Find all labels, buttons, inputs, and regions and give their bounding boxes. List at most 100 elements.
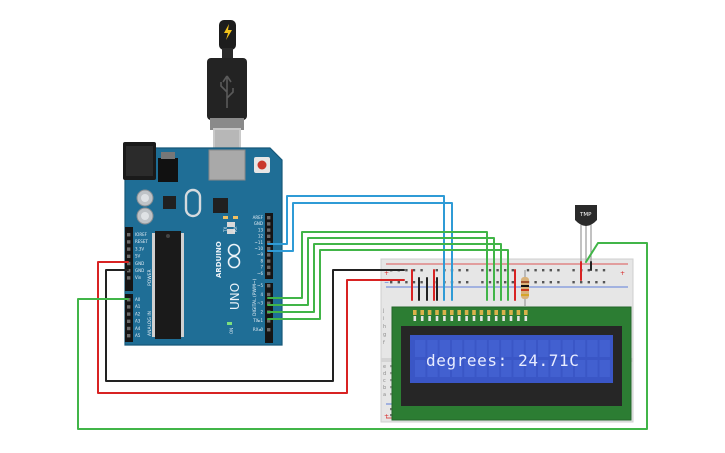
power-pin-hole[interactable] xyxy=(127,254,131,258)
lcd-cell xyxy=(525,340,537,357)
digital-pin-hole[interactable] xyxy=(267,234,271,238)
lcd-cell xyxy=(513,340,524,357)
digital-pin-hole[interactable] xyxy=(267,292,271,297)
digital-pin-hole[interactable] xyxy=(267,328,271,332)
wire-green-d7[interactable] xyxy=(267,249,509,320)
wires[interactable] xyxy=(77,195,648,430)
usb-socket xyxy=(208,149,246,181)
analog-pin-hole[interactable] xyxy=(127,305,131,309)
analog-pin-label: A1 xyxy=(135,304,141,309)
power-label: POWER xyxy=(147,269,153,286)
rail-hole xyxy=(602,269,606,272)
lcd-cell xyxy=(587,340,598,357)
lcd-pin[interactable] xyxy=(516,310,521,315)
rail-hole xyxy=(504,281,507,284)
lcd-pin[interactable] xyxy=(442,310,447,315)
rail-hole xyxy=(481,269,484,272)
on-led xyxy=(227,322,232,325)
wire-green-d6[interactable] xyxy=(267,243,502,313)
rail-hole xyxy=(488,269,492,272)
lcd-pin-label-mark xyxy=(509,316,513,321)
wire-green-d4[interactable] xyxy=(267,231,488,301)
power-header[interactable] xyxy=(125,227,133,291)
lcd-pin[interactable] xyxy=(479,310,484,315)
digital-pin-hole[interactable] xyxy=(267,284,271,288)
wire-green-d5[interactable] xyxy=(267,237,495,306)
temperature-sensor[interactable] xyxy=(575,205,597,262)
lcd-cell xyxy=(476,360,487,377)
lcd-pin[interactable] xyxy=(472,310,476,315)
lcd-pin[interactable] xyxy=(501,310,506,315)
rail-hole xyxy=(595,269,598,272)
digital-pin-label: AREF xyxy=(253,215,264,220)
wire-blue-rs[interactable] xyxy=(267,195,445,301)
lcd-pin[interactable] xyxy=(427,310,432,315)
lcd-pin[interactable] xyxy=(524,310,528,315)
lcd-pin-label-mark xyxy=(524,316,528,321)
resistor[interactable] xyxy=(521,270,529,306)
digital-pin-hole[interactable] xyxy=(267,265,271,269)
analog-header[interactable] xyxy=(125,294,133,342)
digital-header-top[interactable] xyxy=(265,213,273,279)
rail-hole xyxy=(572,281,575,284)
power-pin-label: GND xyxy=(135,261,144,266)
digital-pin-hole[interactable] xyxy=(267,228,271,232)
lcd-pin[interactable] xyxy=(413,310,417,315)
analog-pin-hole[interactable] xyxy=(127,326,131,331)
lcd-pin[interactable] xyxy=(450,310,454,315)
digital-pin-label: ~6 xyxy=(257,271,263,276)
wire-black-gnd[interactable] xyxy=(105,269,405,382)
lcd-pins xyxy=(413,310,528,321)
digital-pin-hole[interactable] xyxy=(267,259,271,263)
lcd-pin[interactable] xyxy=(509,310,513,315)
power-pin-label: RESET xyxy=(135,239,148,244)
usb-icon xyxy=(220,75,234,108)
power-pin-hole[interactable] xyxy=(127,261,131,266)
digital-pin-hole[interactable] xyxy=(267,247,271,251)
lcd-pin-label-mark xyxy=(502,316,505,321)
tmp-label: TMP xyxy=(579,212,592,218)
row-letter: b xyxy=(383,385,386,391)
row-letter: e xyxy=(383,364,386,370)
digital-pin-hole[interactable] xyxy=(267,301,271,305)
lcd-cell xyxy=(427,340,438,357)
lcd-pin[interactable] xyxy=(464,310,469,315)
rail-hole xyxy=(572,269,575,272)
digital-pin-hole[interactable] xyxy=(267,240,271,245)
row-letter: a xyxy=(383,392,386,398)
lcd-pin[interactable] xyxy=(457,310,461,315)
rx-label: RX xyxy=(233,226,238,232)
lcd-pin[interactable] xyxy=(435,310,439,315)
analog-pin-hole[interactable] xyxy=(127,312,131,316)
analog-pin-hole[interactable] xyxy=(127,319,131,323)
power-pin-hole[interactable] xyxy=(127,233,131,237)
power-pin-hole[interactable] xyxy=(127,276,131,280)
uno-label: UNO xyxy=(228,283,242,310)
digital-pin-hole[interactable] xyxy=(267,253,271,257)
digital-pin-hole[interactable] xyxy=(267,216,271,220)
lcd-cell xyxy=(538,340,549,357)
rail-hole xyxy=(466,269,469,272)
digital-pin-hole[interactable] xyxy=(267,222,271,226)
power-pin-hole[interactable] xyxy=(127,240,131,244)
rail-hole xyxy=(405,269,408,272)
svg-text:+: + xyxy=(620,270,625,277)
lcd-cell xyxy=(538,360,549,377)
analog-pin-hole[interactable] xyxy=(127,334,131,338)
lcd-pin[interactable] xyxy=(420,310,424,315)
wire-red-5v[interactable] xyxy=(97,261,405,394)
breadboard-hole xyxy=(390,386,393,389)
digital-pin-hole[interactable] xyxy=(267,319,271,323)
lcd-pin[interactable] xyxy=(487,310,491,315)
lcd-pin[interactable] xyxy=(494,310,498,315)
power-pin-hole[interactable] xyxy=(127,247,131,251)
digital-pin-hole[interactable] xyxy=(267,271,271,276)
rail-hole xyxy=(557,269,560,272)
microcontroller-chip xyxy=(155,231,181,339)
wire-green-a0[interactable] xyxy=(77,242,648,430)
arduino-uno-board[interactable] xyxy=(123,142,283,346)
analog-pin-label: A0 xyxy=(135,297,141,302)
lcd-cell xyxy=(488,360,500,377)
wire-blue-en[interactable] xyxy=(267,202,453,301)
